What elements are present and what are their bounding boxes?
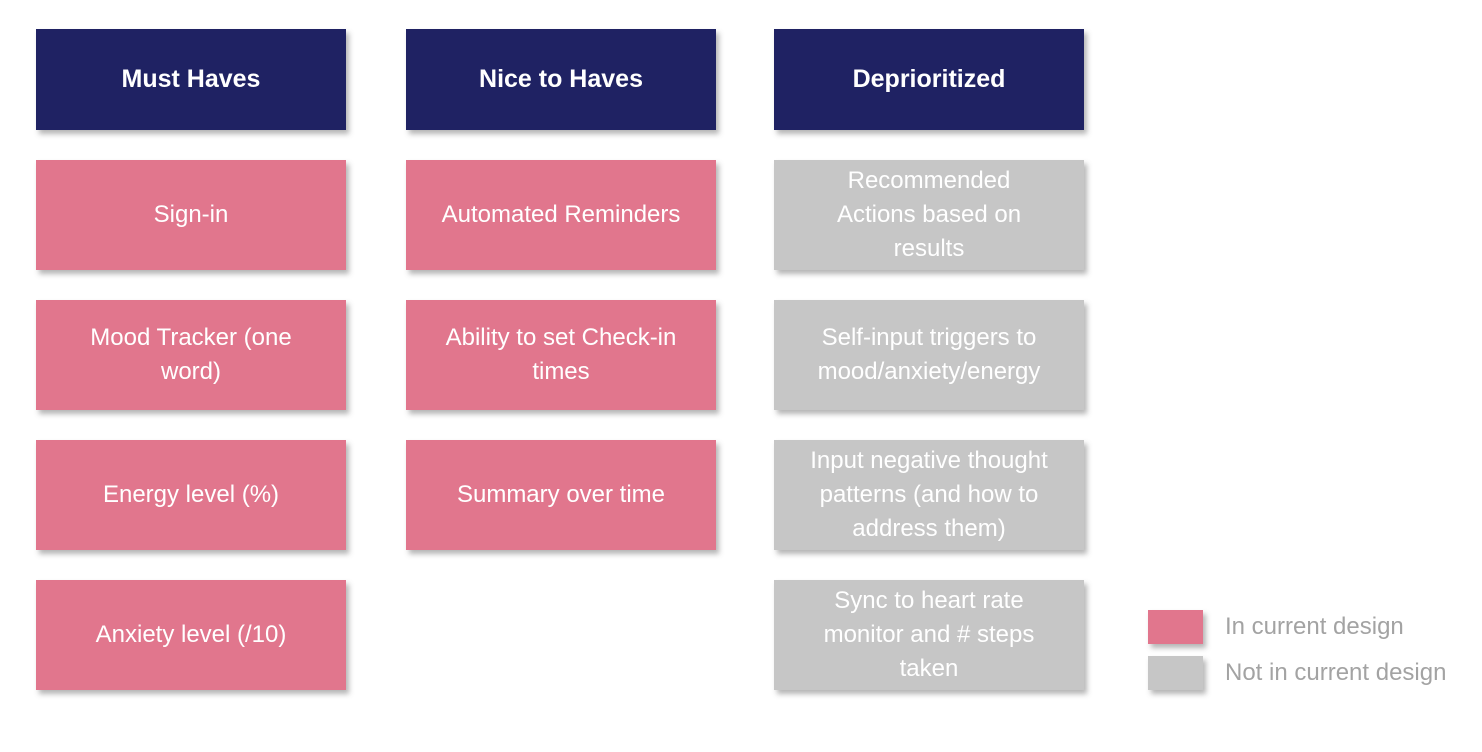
column-header-nice-to-haves: Nice to Haves <box>406 29 716 130</box>
feature-card-mood-tracker: Mood Tracker (one word) <box>36 300 346 410</box>
feature-card-summary-over-time: Summary over time <box>406 440 716 550</box>
legend-item-not-in-current-design: Not in current design <box>1148 656 1446 690</box>
feature-card-automated-reminders: Automated Reminders <box>406 160 716 270</box>
legend-swatch-in-current-design <box>1148 610 1203 644</box>
legend-label-not-in-current-design: Not in current design <box>1225 659 1447 686</box>
feature-card-negative-thought-patterns: Input negative thought patterns (and how… <box>774 440 1084 550</box>
feature-card-anxiety-level: Anxiety level (/10) <box>36 580 346 690</box>
feature-card-sync-heart-rate: Sync to heart rate monitor and # steps t… <box>774 580 1084 690</box>
legend-swatch-not-in-current-design <box>1148 656 1203 690</box>
legend-item-in-current-design: In current design <box>1148 610 1404 644</box>
feature-card-sign-in: Sign-in <box>36 160 346 270</box>
legend-label-in-current-design: In current design <box>1225 613 1404 640</box>
feature-card-recommended-actions: Recommended Actions based on results <box>774 160 1084 270</box>
feature-card-energy-level: Energy level (%) <box>36 440 346 550</box>
feature-card-self-input-triggers: Self-input triggers to mood/anxiety/ener… <box>774 300 1084 410</box>
column-header-must-haves: Must Haves <box>36 29 346 130</box>
feature-card-check-in-times: Ability to set Check-in times <box>406 300 716 410</box>
column-header-deprioritized: Deprioritized <box>774 29 1084 130</box>
